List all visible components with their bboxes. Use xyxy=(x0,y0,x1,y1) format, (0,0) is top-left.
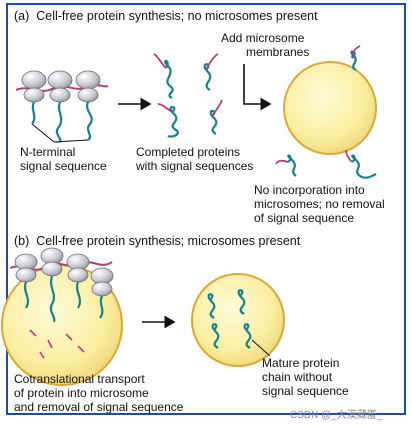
entering-chain-b3 xyxy=(75,281,82,309)
nascent-chain-a1 xyxy=(31,101,36,125)
no-incorporation-label-2: microsomes; no removal xyxy=(254,197,385,211)
panel-a-heading: (a) Cell-free protein synthesis; no micr… xyxy=(14,9,318,23)
ribosome-a2 xyxy=(47,70,73,103)
no-incorporation-label-3: of signal sequence xyxy=(254,211,355,225)
protein-outside-microsome-1 xyxy=(350,45,361,71)
no-incorporation-label-1: No incorporation into xyxy=(254,183,365,197)
mature-protein-1 xyxy=(207,293,216,319)
mature-protein-label-3: signal sequence xyxy=(262,384,349,398)
mature-protein-label-1: Mature protein xyxy=(262,356,340,370)
completed-proteins-label-1: Completed proteins xyxy=(136,145,241,159)
entering-chain-b1 xyxy=(23,281,30,309)
ribosome-b3 xyxy=(66,253,90,283)
nascent-chain-a3 xyxy=(86,101,93,141)
completed-protein-1 xyxy=(153,53,174,99)
add-microsome-label-2: membranes xyxy=(246,45,310,59)
protein-outside-microsome-3 xyxy=(345,149,377,179)
watermark: CSDN @_大漠藏匿_ xyxy=(290,410,383,421)
panel-b-heading: (b) Cell-free protein synthesis; microso… xyxy=(14,234,301,248)
completed-protein-4 xyxy=(209,99,223,135)
add-microsome-label-1: Add microsome xyxy=(221,31,305,45)
ribosome-a1 xyxy=(21,70,47,103)
microsome-b2 xyxy=(191,273,285,367)
cotranslational-label-1: Cotranslational transport xyxy=(14,372,145,386)
completed-protein-2 xyxy=(203,53,219,91)
protein-outside-microsome-2 xyxy=(275,154,297,177)
entering-chain-b2 xyxy=(49,275,56,323)
cotranslational-label-3: and removal of signal sequence xyxy=(14,400,184,414)
arrow-add-microsomes xyxy=(243,64,272,111)
signal-sequence-label-1: N-terminal xyxy=(20,145,76,159)
ribosome-b4 xyxy=(90,267,114,297)
cotranslational-label-2: of protein into microsome xyxy=(14,386,149,400)
signal-pointer xyxy=(31,123,89,143)
ribosome-b2 xyxy=(40,247,64,277)
nascent-chain-a2 xyxy=(55,101,63,143)
ribosome-b1 xyxy=(14,253,38,283)
mature-pointer xyxy=(251,339,271,357)
mature-protein-3 xyxy=(211,323,220,349)
completed-protein-3 xyxy=(157,103,179,138)
completed-proteins-label-2: with signal sequences xyxy=(136,159,254,173)
entering-chain-b4 xyxy=(99,295,104,319)
ribosome-a3 xyxy=(75,70,101,103)
mature-protein-2 xyxy=(237,289,246,315)
figure-frame xyxy=(6,3,406,415)
cleaved-signal-sequences xyxy=(29,329,85,359)
microsome-a xyxy=(283,61,377,155)
mature-protein-label-2: chain without xyxy=(262,370,333,384)
signal-sequence-label-2: signal sequence xyxy=(20,159,107,173)
mature-protein-4 xyxy=(243,323,252,349)
